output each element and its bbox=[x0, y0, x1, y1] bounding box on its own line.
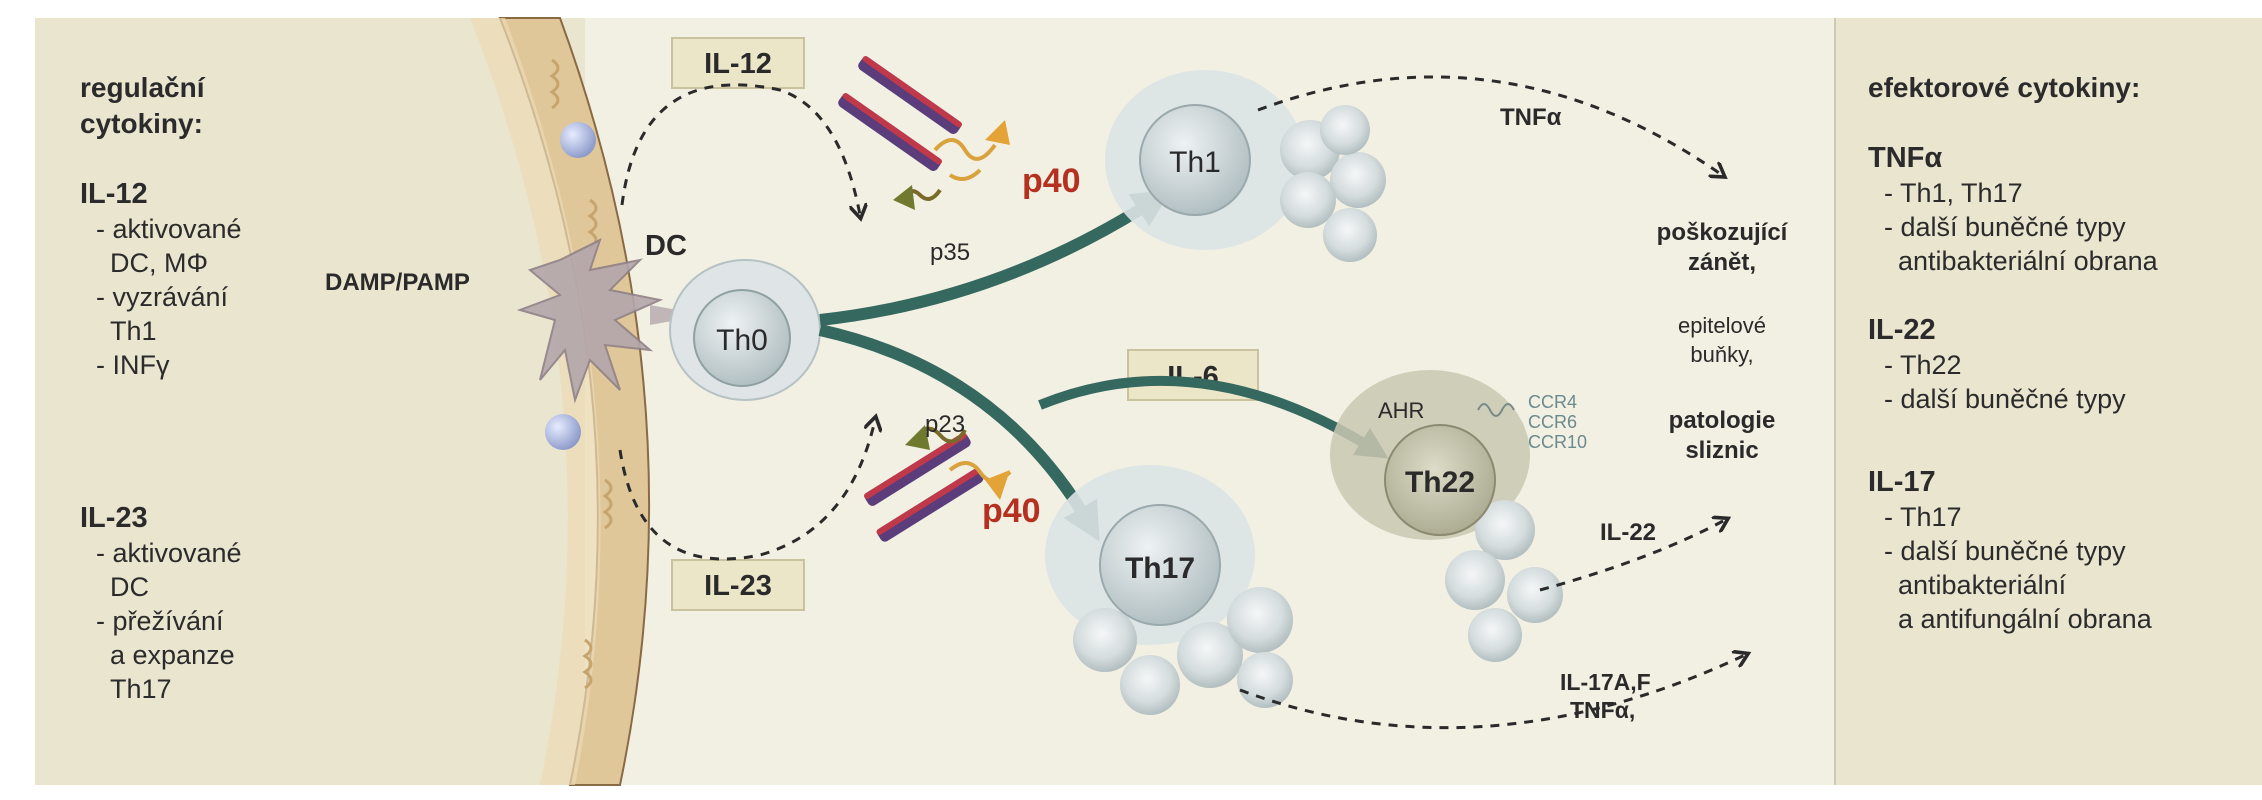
ccr6-label: CCR6 bbox=[1528, 412, 1577, 432]
th22-label: Th22 bbox=[1405, 466, 1475, 499]
th17-label: Th17 bbox=[1125, 552, 1195, 585]
il22-dashed-arrow bbox=[1539, 520, 1725, 592]
right-il22-item: - Th22 bbox=[1884, 350, 1962, 380]
outcome-pathology-line1: patologie bbox=[1669, 407, 1776, 434]
right-tnfa-item: - další buněčné typy antibakteriální obr… bbox=[1884, 212, 2158, 276]
il23-box-label: IL-23 bbox=[704, 570, 772, 602]
il17-label-line2: TNFα, bbox=[1570, 697, 1635, 723]
il12-box-label: IL-12 bbox=[704, 48, 772, 80]
dendritic-cell bbox=[516, 238, 664, 404]
ccr4-label: CCR4 bbox=[1528, 392, 1577, 412]
p40-bottom-label: p40 bbox=[982, 492, 1041, 530]
th1-label: Th1 bbox=[1169, 146, 1221, 179]
left-il12-item: - aktivované DC, MΦ bbox=[96, 214, 242, 278]
p40-top-label: p40 bbox=[1022, 162, 1081, 200]
right-panel: efektorové cytokiny: TNFα - Th1, Th17 - … bbox=[1868, 70, 2258, 636]
outcome-epithelial-line2: buňky, bbox=[1690, 342, 1753, 367]
right-panel-title: efektorové cytokiny: bbox=[1868, 72, 2141, 103]
th22-cell bbox=[1384, 424, 1496, 536]
left-il23-item: - přežívání a expanze Th17 bbox=[96, 606, 235, 704]
outcome-damaging-line2: zánět, bbox=[1688, 249, 1756, 276]
outcome-pathology-line2: sliznic bbox=[1685, 437, 1758, 464]
th17-cell-group bbox=[1045, 465, 1293, 715]
outcome-epithelial-line1: epitelové bbox=[1678, 313, 1766, 338]
left-panel: regulační cytokiny: IL-12 - aktivované D… bbox=[80, 70, 320, 706]
dc-label: DC bbox=[645, 230, 687, 262]
left-il23-item: - aktivované DC bbox=[96, 538, 242, 602]
arrow-to-th22 bbox=[1038, 375, 1389, 459]
left-panel-title: regulační cytokiny: bbox=[80, 72, 205, 139]
right-tnfa-item: - Th1, Th17 bbox=[1884, 178, 2023, 208]
il23-box bbox=[671, 559, 805, 611]
left-section-il12-title: IL-12 bbox=[80, 178, 148, 210]
il12-receptor-icon bbox=[838, 56, 1010, 210]
right-section-il17-title: IL-17 bbox=[1868, 466, 1936, 498]
p35-label: p35 bbox=[930, 239, 970, 266]
right-il17-item: - další buněčné typy antibakteriální a a… bbox=[1884, 536, 2152, 634]
th1-cell-group bbox=[1105, 70, 1386, 262]
il12-box bbox=[671, 37, 805, 89]
p23-label: p23 bbox=[925, 411, 965, 438]
right-section-il22-title: IL-22 bbox=[1868, 314, 1936, 346]
tnfa-label: TNFα bbox=[1500, 104, 1562, 131]
ahr-label: AHR bbox=[1378, 398, 1424, 423]
il12-dashed-arrow bbox=[620, 83, 860, 215]
right-panel-background bbox=[1835, 18, 2262, 785]
tnfa-dashed-arrow bbox=[1257, 75, 1722, 175]
arrow-th0-to-th1 bbox=[819, 189, 1172, 326]
th0-label: Th0 bbox=[716, 324, 768, 357]
il23-dashed-arrow bbox=[618, 420, 875, 561]
damp-pamp-label: DAMP/PAMP bbox=[325, 269, 470, 296]
arrow-th0-to-th17 bbox=[818, 324, 1100, 542]
right-section-tnfa-title: TNFα bbox=[1868, 142, 1943, 174]
ccr10-label: CCR10 bbox=[1528, 432, 1587, 452]
epithelial-bead bbox=[545, 414, 581, 450]
left-section-il23-title: IL-23 bbox=[80, 502, 148, 534]
right-il22-item: - další buněčné typy bbox=[1884, 384, 2126, 414]
left-il12-item: - vyzrávání Th1 bbox=[96, 282, 229, 346]
il23-receptor-icon bbox=[864, 425, 1012, 542]
epithelial-bead bbox=[560, 122, 596, 158]
il17-label-line1: IL-17A,F bbox=[1560, 669, 1651, 695]
left-panel-background bbox=[35, 18, 585, 785]
left-il12-item: - INFγ bbox=[96, 350, 170, 380]
th22-cell-group bbox=[1330, 370, 1563, 662]
il22-label: IL-22 bbox=[1600, 519, 1656, 546]
outcome-damaging-line1: poškozující bbox=[1657, 219, 1789, 246]
il17-dashed-arrow bbox=[1239, 655, 1745, 730]
right-il17-item: - Th17 bbox=[1884, 502, 1962, 532]
th17-cell bbox=[1099, 504, 1221, 626]
th1-cell bbox=[1139, 104, 1251, 216]
